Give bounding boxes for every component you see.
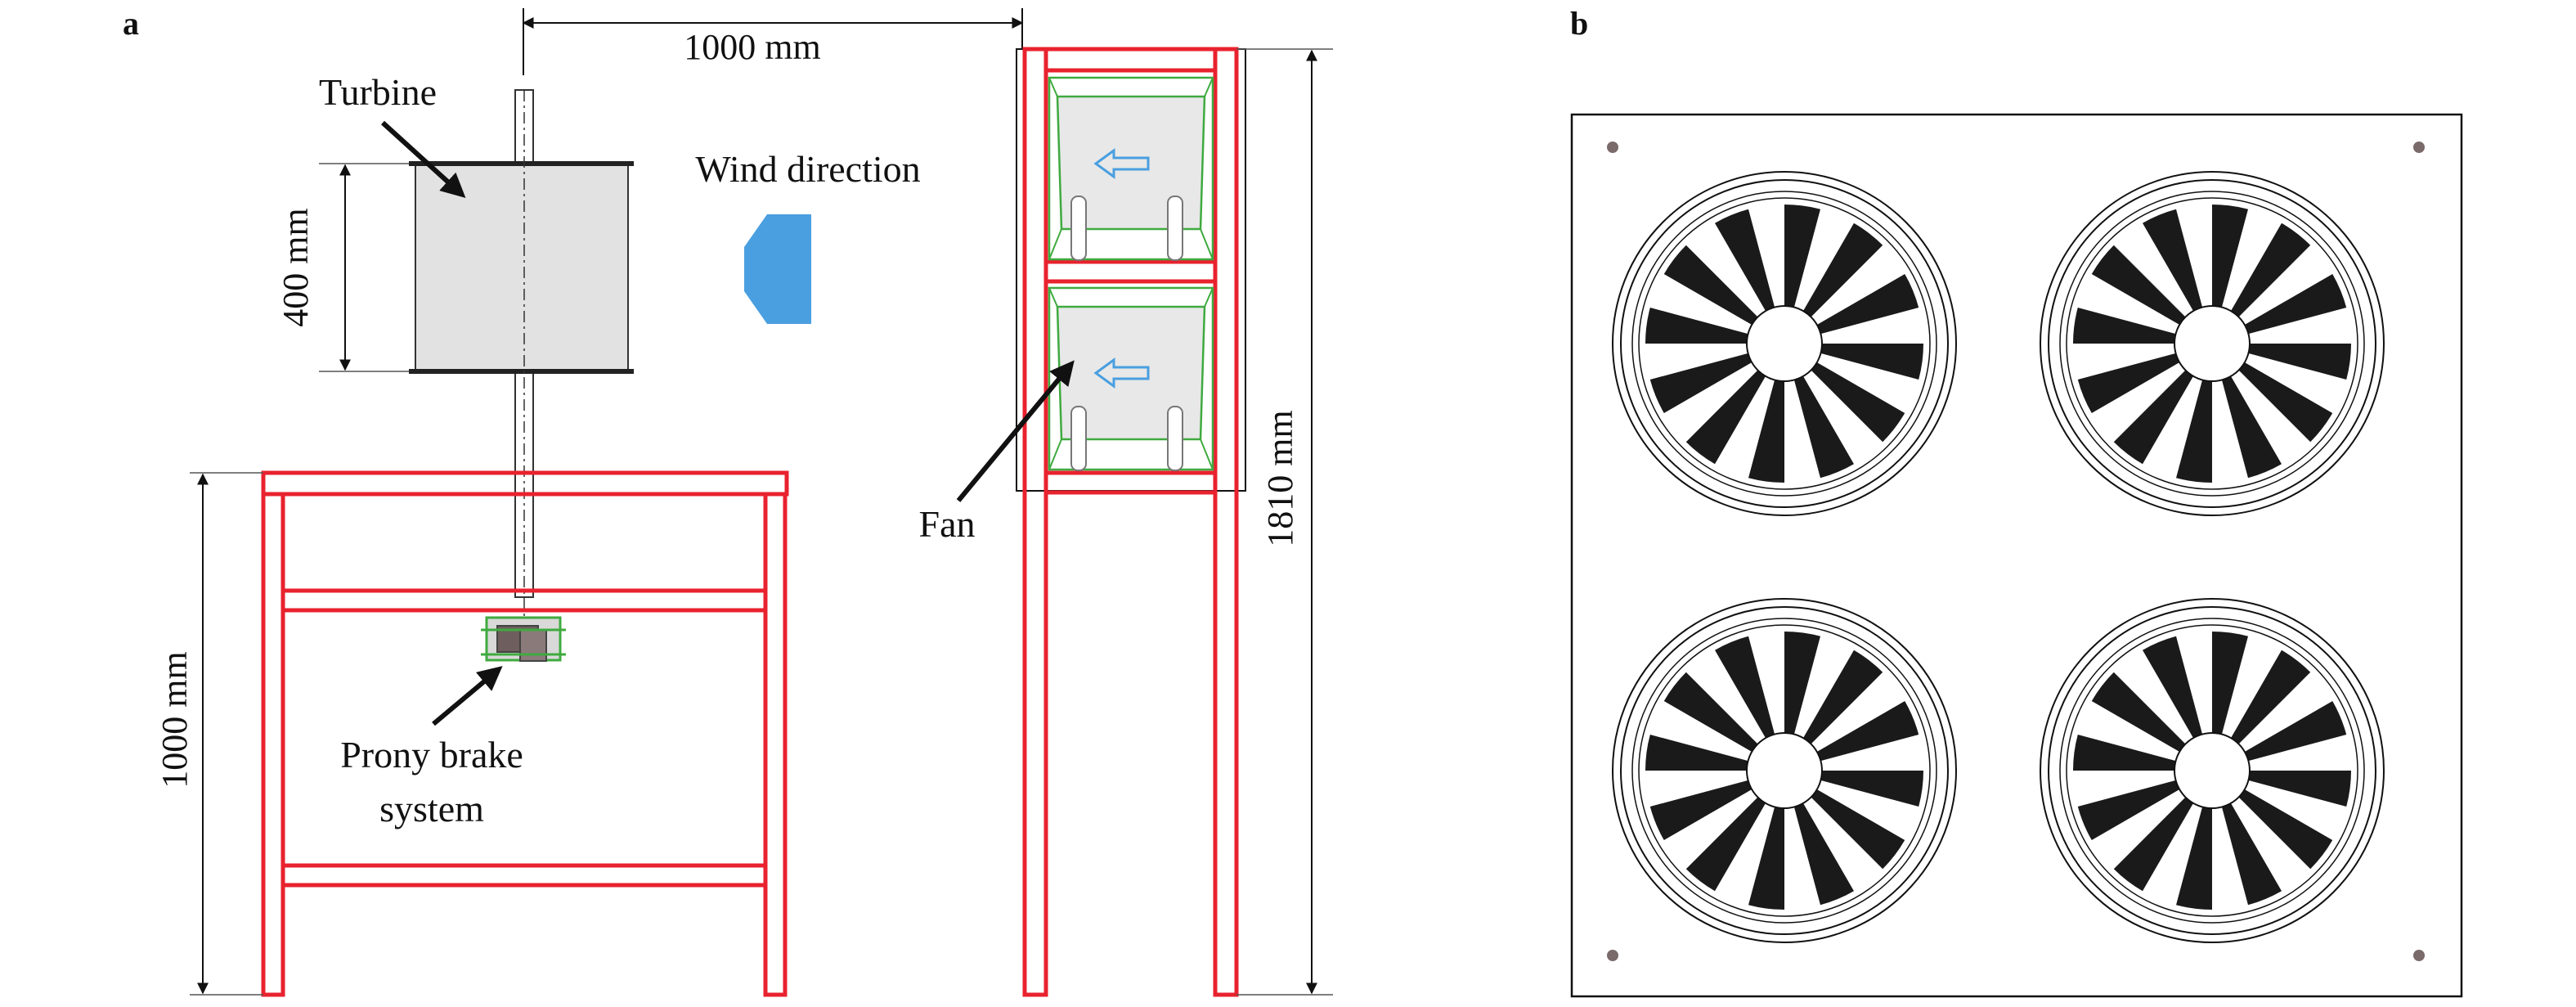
fan-blade (1820, 771, 1923, 807)
panel-a-label: a (123, 5, 139, 42)
mount-hole (1607, 142, 1618, 153)
fan-hub (2174, 732, 2251, 809)
fan-blade (1715, 209, 1775, 312)
fan-blade (1645, 308, 1748, 344)
turbine (319, 89, 634, 654)
prony-brake (481, 616, 566, 662)
fan-blade (1715, 636, 1775, 739)
fan-blade (2248, 771, 2351, 807)
fan-stand (1016, 47, 1246, 997)
fan-blade (1811, 789, 1905, 870)
fan-blade (2212, 632, 2248, 735)
dim-table-height-label: 1000 mm (155, 651, 195, 788)
fan-blade (2176, 380, 2212, 483)
fan-hub (2174, 305, 2251, 382)
fan-blade (1820, 344, 1923, 380)
fan-blade (2238, 362, 2333, 443)
fan-blade (1663, 672, 1758, 752)
fan-icon (2040, 171, 2385, 516)
fan-blade (1816, 701, 1919, 762)
fan-hub (1746, 305, 1823, 382)
fan-blade (2143, 636, 2203, 739)
mount-hole (2413, 950, 2425, 961)
prony-label-line1: Prony brake (340, 734, 523, 775)
fan-blade (2244, 701, 2347, 762)
fan-callout-arrow (956, 360, 1075, 502)
panel-b-label: b (1570, 5, 1588, 42)
fan-blade (2113, 370, 2193, 465)
wind-direction-label: Wind direction (695, 148, 920, 190)
fan-blade (2077, 780, 2180, 840)
fan-blade (2091, 672, 2186, 752)
fan-blade (1663, 245, 1758, 325)
fan-blade (2077, 353, 2180, 413)
fan-blade (2238, 789, 2333, 870)
fan-blade (1793, 375, 1854, 479)
fan-blade (1811, 362, 1905, 443)
mount-hole (1607, 950, 1618, 961)
dim-turbine-height-label: 400 mm (276, 208, 316, 326)
hollow-left-arrow-icon (1093, 148, 1150, 179)
prony-callout-arrow (432, 666, 503, 726)
dim-frame-height-label: 1810 mm (1260, 410, 1300, 546)
fan-icon (1612, 171, 1957, 516)
fan-blade (2176, 807, 2212, 910)
fan-blade (2221, 375, 2282, 479)
fan-hub (1746, 732, 1823, 809)
fan-blade (2221, 802, 2282, 906)
frame-height-dimension (1236, 48, 1333, 996)
top-dimension (522, 8, 1024, 75)
fan-blade (1748, 807, 1784, 910)
prony-label-line2: system (379, 788, 484, 829)
fan-blade (2143, 209, 2203, 312)
fan-label: Fan (919, 503, 976, 545)
fan-blade (1685, 797, 1766, 892)
hollow-left-arrow-icon (1093, 357, 1150, 389)
fan-blade (2231, 650, 2311, 744)
fan-blade (2113, 797, 2193, 892)
fan-blade (2073, 735, 2176, 771)
fan-unit-top (1048, 76, 1214, 261)
fan-icon (1612, 598, 1957, 943)
fan-blade (2248, 344, 2351, 380)
mount-hole (2413, 142, 2425, 153)
wind-direction-arrow-icon (744, 214, 811, 324)
fan-unit-bottom (1048, 286, 1214, 471)
fan-blade (1645, 735, 1748, 771)
fan-blade (1685, 370, 1766, 465)
fan-blade (1793, 802, 1854, 906)
table-frame (261, 470, 789, 997)
turbine-callout-arrow (380, 120, 466, 199)
fan-blade (1803, 223, 1883, 317)
fan-blade (1649, 353, 1752, 413)
dim-top-label: 1000 mm (684, 27, 820, 67)
fan-icon (2040, 598, 2385, 943)
fan-blade (1803, 650, 1883, 744)
fan-grid (1612, 171, 2385, 943)
fan-blade (1748, 380, 1784, 483)
fan-blade (2091, 245, 2186, 325)
fan-blade (2244, 274, 2347, 335)
fan-blade (1784, 632, 1820, 735)
fan-blade (2231, 223, 2311, 317)
fan-blade (1784, 205, 1820, 308)
fan-blade (1816, 274, 1919, 335)
turbine-label: Turbine (319, 71, 437, 113)
table-height-dimension (190, 472, 263, 996)
fan-blade (2073, 308, 2176, 344)
fan-blade (2212, 205, 2248, 308)
fan-blade (1649, 780, 1752, 840)
